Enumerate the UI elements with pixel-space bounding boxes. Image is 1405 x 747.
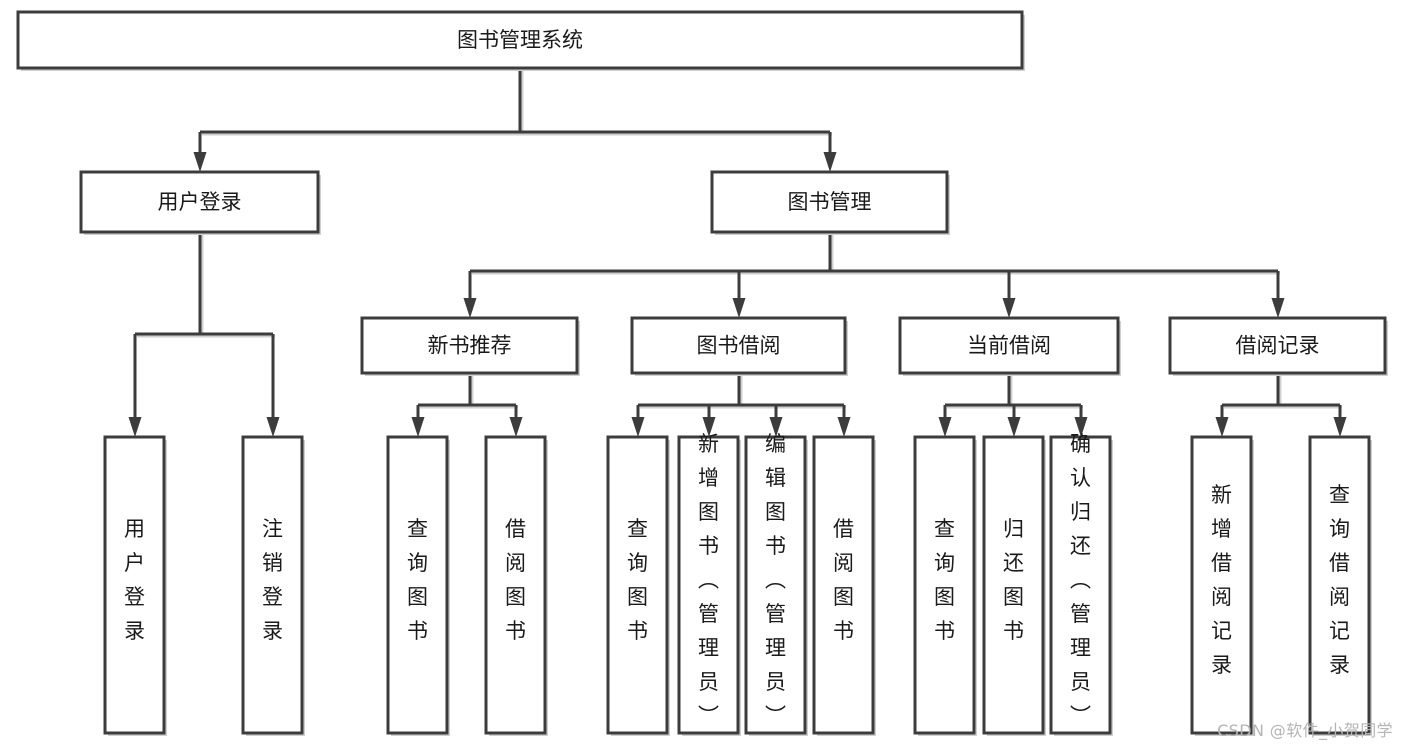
node-leaf-query-record[interactable]: 查询借阅记录 (1308, 435, 1372, 736)
connector-layer (128, 68, 1347, 437)
arrow-head- (1007, 417, 1021, 437)
node-box[interactable] (1308, 435, 1371, 735)
node-current-borrow[interactable]: 当前借阅 (898, 316, 1121, 376)
node-box[interactable] (484, 435, 547, 735)
arrow-head- (938, 417, 952, 437)
arrow-head- (769, 417, 783, 437)
arrow-head- (732, 298, 746, 318)
connector-group- (193, 68, 837, 172)
node-label: 注销登录 (262, 517, 283, 643)
node-box[interactable] (103, 435, 166, 735)
node-user-login[interactable]: 用户登录 (79, 170, 321, 235)
node-label: 图书管理 (788, 190, 872, 214)
node-box[interactable] (606, 435, 669, 735)
node-box[interactable] (982, 435, 1045, 735)
node-label: 新增图书︵管理员︶ (698, 432, 719, 728)
node-box[interactable] (898, 316, 1120, 375)
node-box[interactable] (386, 435, 449, 735)
node-label: 查询图书 (627, 517, 648, 643)
arrow-head- (509, 417, 523, 437)
node-book-borrow[interactable]: 图书借阅 (630, 316, 848, 376)
node-leaf-return-book[interactable]: 归还图书 (982, 435, 1046, 736)
node-box[interactable] (812, 435, 875, 735)
node-root[interactable]: 图书管理系统 (16, 10, 1025, 71)
node-box[interactable] (360, 316, 579, 375)
node-box[interactable] (630, 316, 847, 375)
connector-group- (463, 232, 1285, 318)
node-box[interactable] (677, 435, 740, 735)
node-box[interactable] (710, 170, 949, 234)
connector-group- (128, 232, 280, 437)
arrow-head- (837, 417, 851, 437)
node-new-book-recommend[interactable]: 新书推荐 (360, 316, 580, 376)
node-label: 借阅图书 (833, 517, 854, 643)
node-leaf-query-book-2[interactable]: 查询图书 (606, 435, 670, 736)
node-leaf-query-book-1[interactable]: 查询图书 (386, 435, 450, 736)
node-label: 当前借阅 (967, 334, 1051, 358)
node-label: 确认归还︵管理员︶ (1070, 432, 1091, 728)
arrow-head- (631, 417, 645, 437)
node-label: 借阅记录 (1236, 334, 1320, 358)
arrow-head- (702, 417, 716, 437)
node-leaf-add-book[interactable]: 新增图书︵管理员︶ (677, 432, 741, 736)
node-box[interactable] (241, 435, 304, 735)
connector-group- (411, 373, 523, 437)
connector-group- (938, 373, 1088, 437)
node-label: 用户登录 (124, 517, 145, 643)
node-box[interactable] (79, 170, 320, 234)
node-leaf-confirm-return[interactable]: 确认归还︵管理员︶ (1049, 432, 1113, 736)
node-leaf-user-login[interactable]: 用户登录 (103, 435, 167, 736)
node-label: 新书推荐 (428, 334, 512, 358)
node-label: 借阅图书 (505, 517, 526, 643)
node-label: 归还图书 (1003, 517, 1024, 643)
arrow-head- (823, 152, 837, 172)
arrow-head- (1074, 417, 1088, 437)
arrow-head- (266, 417, 280, 437)
arrow-head- (1002, 298, 1016, 318)
node-box[interactable] (1168, 316, 1387, 375)
node-leaf-borrow-book-2[interactable]: 借阅图书 (812, 435, 876, 736)
node-leaf-query-book-3[interactable]: 查询图书 (913, 435, 977, 736)
node-box[interactable] (913, 435, 976, 735)
node-leaf-borrow-book-1[interactable]: 借阅图书 (484, 435, 548, 736)
connector-group- (1215, 373, 1347, 437)
node-label: 图书借阅 (697, 334, 781, 358)
arrow-head- (1215, 417, 1229, 437)
node-label: 新增借阅记录 (1211, 483, 1232, 677)
arrow-head- (411, 417, 425, 437)
node-box[interactable] (16, 10, 1024, 70)
arrow-head- (1271, 298, 1285, 318)
node-box[interactable] (744, 435, 807, 735)
csdn-watermark: CSDN @软件_小贺同学 (1217, 721, 1393, 740)
node-label: 图书管理系统 (457, 28, 583, 52)
connector-group- (631, 373, 851, 437)
node-leaf-user-logout[interactable]: 注销登录 (241, 435, 305, 736)
node-label: 编辑图书︵管理员︶ (765, 432, 786, 728)
node-label: 查询图书 (934, 517, 955, 643)
node-borrow-record[interactable]: 借阅记录 (1168, 316, 1388, 376)
node-leaf-add-record[interactable]: 新增借阅记录 (1190, 435, 1254, 736)
node-label: 查询图书 (407, 517, 428, 643)
arrow-head- (128, 417, 142, 437)
arrow-head- (193, 152, 207, 172)
arrow-head- (463, 298, 477, 318)
node-label: 查询借阅记录 (1329, 483, 1350, 677)
node-box[interactable] (1190, 435, 1253, 735)
arrow-head- (1333, 417, 1347, 437)
node-book-manage[interactable]: 图书管理 (710, 170, 950, 235)
node-layer: 图书管理系统用户登录图书管理新书推荐图书借阅当前借阅借阅记录用户登录注销登录查询… (16, 10, 1388, 736)
node-box[interactable] (1049, 435, 1112, 735)
node-leaf-edit-book[interactable]: 编辑图书︵管理员︶ (744, 432, 808, 736)
node-label: 用户登录 (158, 190, 242, 214)
